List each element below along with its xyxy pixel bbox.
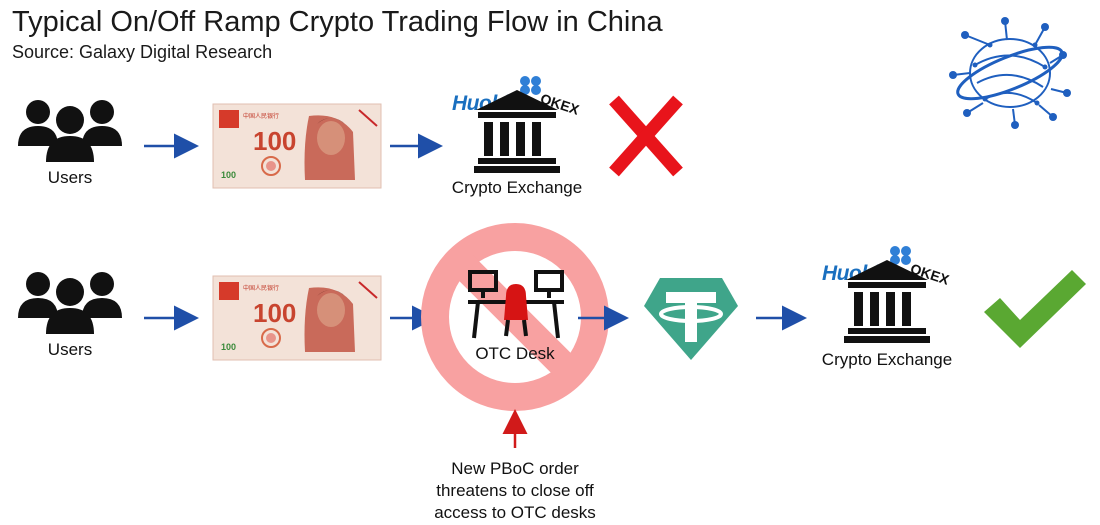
- page-title: Typical On/Off Ramp Crypto Trading Flow …: [12, 6, 663, 38]
- crypto-exchange-label: Crypto Exchange: [451, 178, 583, 197]
- annotation-line-1: New PBoC order: [451, 459, 579, 478]
- otc-desk-icon: [468, 270, 564, 339]
- page-source: Source: Galaxy Digital Research: [12, 42, 273, 62]
- svg-text:100: 100: [221, 170, 236, 180]
- banknote-value: 100: [253, 126, 296, 156]
- crypto-exchange-label: Crypto Exchange: [821, 350, 953, 369]
- users-group-icon: [18, 100, 122, 162]
- annotation-line-3: access to OTC desks: [434, 503, 596, 522]
- annotation-arrow: [502, 409, 528, 448]
- pboc-annotation: New PBoC order threatens to close off ac…: [400, 458, 630, 524]
- flow-arrow: [578, 305, 629, 331]
- bank-building-icon: [844, 260, 930, 343]
- rmb-100-banknote-image: 中国人民银行 100 100: [212, 103, 382, 189]
- okex-logo-icon: [890, 246, 911, 265]
- banknote-value: 100: [253, 298, 296, 328]
- users-label: Users: [47, 340, 93, 359]
- red-x-icon: [609, 95, 683, 177]
- users-group-icon: [18, 272, 122, 334]
- flow-arrow: [144, 305, 199, 331]
- green-checkmark-icon: [984, 270, 1086, 348]
- bank-building-icon: [474, 90, 560, 173]
- tether-usdt-icon: [644, 278, 738, 360]
- flow-arrow: [756, 305, 807, 331]
- flow-arrow: [390, 133, 443, 159]
- svg-text:100: 100: [221, 342, 236, 352]
- annotation-line-2: threatens to close off: [436, 481, 594, 500]
- svg-text:中国人民银行: 中国人民银行: [243, 112, 279, 120]
- rmb-100-banknote-image: 中国人民银行 100 100: [212, 275, 382, 361]
- otc-desk-label: OTC Desk: [475, 344, 555, 363]
- galaxy-network-logo: [949, 17, 1071, 129]
- svg-text:中国人民银行: 中国人民银行: [243, 284, 279, 292]
- okex-logo-icon: [520, 76, 541, 95]
- users-label: Users: [47, 168, 93, 187]
- flow-arrow: [144, 133, 199, 159]
